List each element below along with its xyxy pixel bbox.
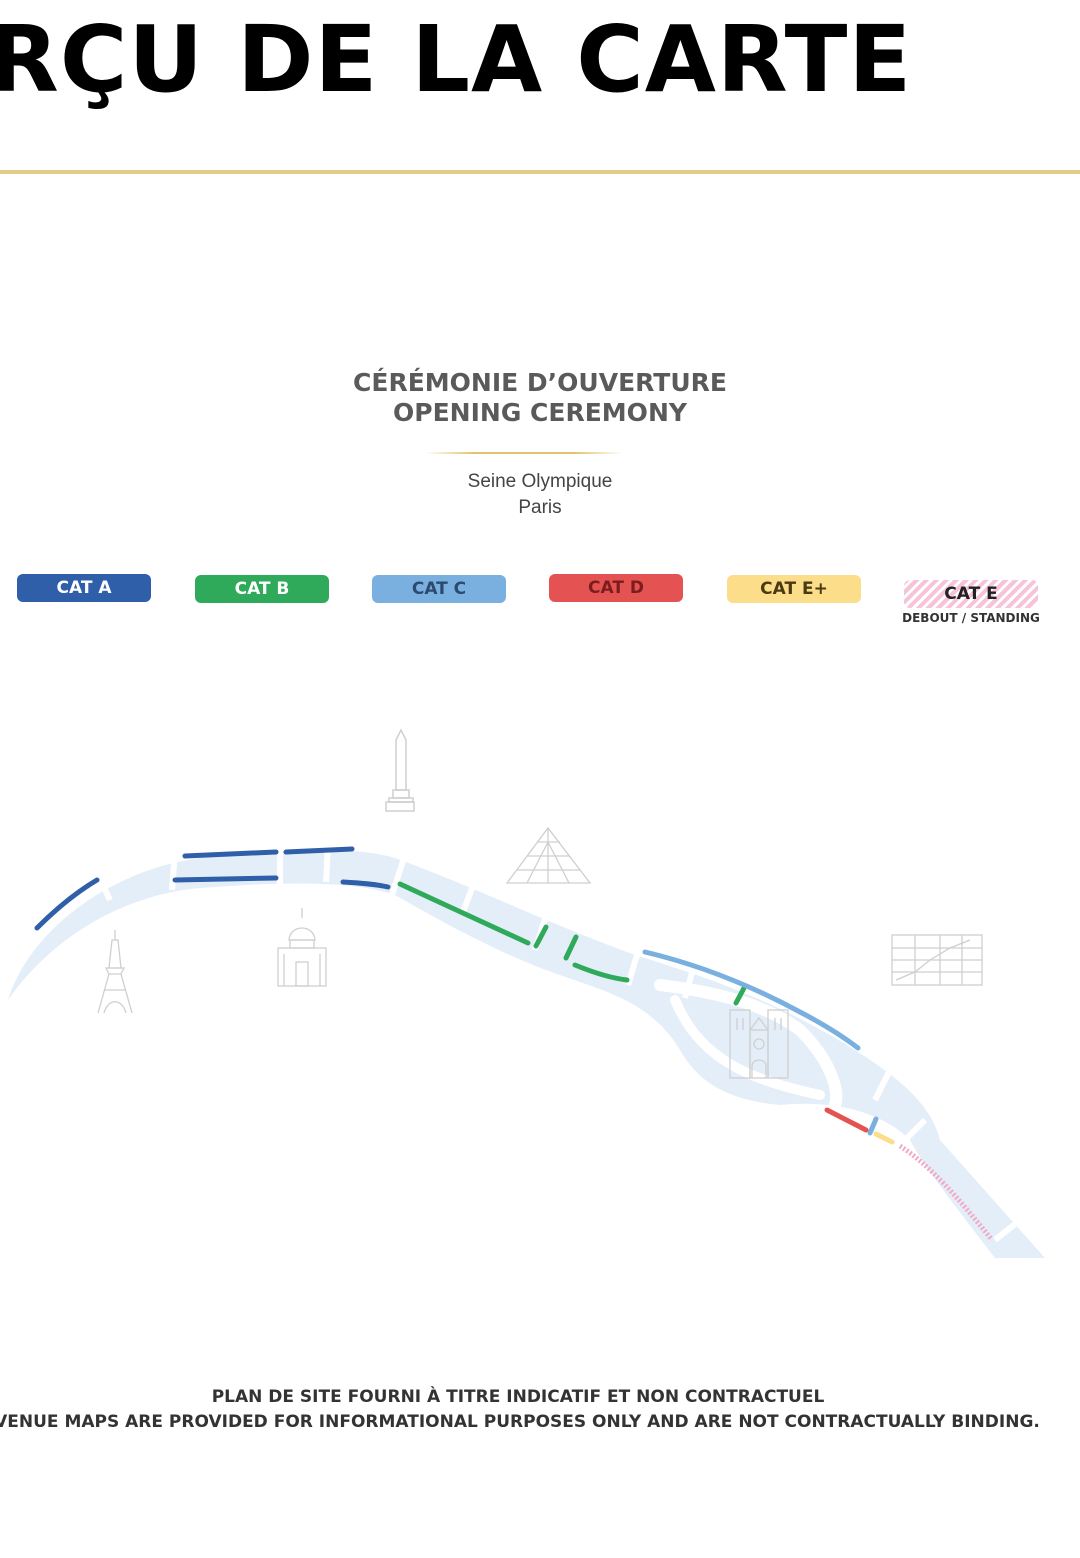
legend-cat-c: CAT C	[372, 575, 506, 603]
venue-name: Seine Olympique	[467, 471, 613, 492]
eiffel-tower-icon	[97, 930, 133, 1014]
obelisk-icon	[385, 728, 415, 812]
legend-cat-e-plus: CAT E+	[727, 575, 861, 603]
cat-b-zones	[397, 881, 747, 1006]
legend-cat-d: CAT D	[549, 574, 683, 602]
disclaimer-fr: PLAN DE SITE FOURNI À TITRE INDICATIF ET…	[211, 1387, 825, 1407]
invalides-dome-icon	[277, 908, 327, 987]
legend-cat-e: CAT E	[904, 580, 1038, 608]
legend-cat-e-sublabel: DEBOUT / STANDING	[902, 611, 1040, 625]
legend-cat-a: CAT A	[17, 574, 151, 602]
legend-cat-b: CAT B	[195, 575, 329, 603]
event-divider	[425, 452, 623, 454]
cat-d-zone	[824, 1107, 869, 1133]
pompidou-centre-icon	[891, 934, 983, 986]
disclaimer-en: VENUE MAPS ARE PROVIDED FOR INFORMATIONA…	[0, 1412, 1040, 1432]
louvre-pyramid-icon	[505, 826, 592, 884]
cat-e-plus-zone	[873, 1131, 895, 1145]
title-divider	[0, 170, 1080, 174]
cat-e-zone	[898, 1143, 994, 1242]
event-title-fr: CÉRÉMONIE D’OUVERTURE	[353, 368, 727, 397]
cat-a-zones	[34, 846, 391, 931]
event-title-en: OPENING CEREMONY	[393, 398, 687, 427]
river-seine	[8, 845, 1045, 1258]
cat-c-zones	[642, 949, 879, 1136]
venue-city: Paris	[518, 497, 562, 518]
seine-map	[8, 728, 1045, 1258]
page-title: RÇU DE LA CARTE	[0, 6, 913, 113]
notre-dame-icon	[729, 1009, 789, 1079]
